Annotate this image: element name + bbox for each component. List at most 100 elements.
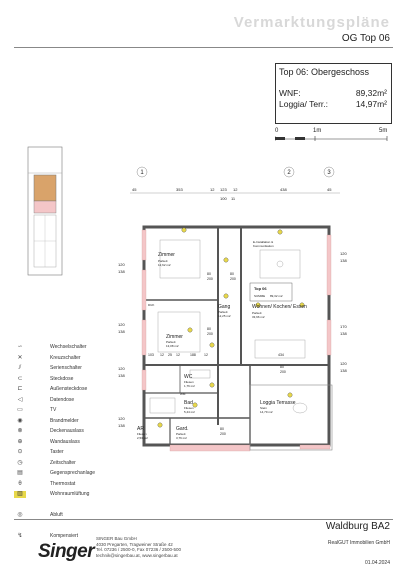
legend-label: Zeitschalter	[50, 459, 76, 466]
client-name: RealGUT Immobilien GmbH	[327, 540, 390, 546]
legend-label: Brandmelder	[50, 417, 79, 424]
header-title: Vermarktungspläne	[233, 14, 390, 31]
right-dimensions: 120 138 170 138 120 138	[340, 251, 347, 373]
room-gard-name: Gard.	[176, 426, 189, 432]
dim-top-5: 438	[280, 187, 287, 192]
room-zimmer-2-area: 13,08 m2	[166, 344, 179, 348]
room-gang-name: Gang	[218, 304, 230, 310]
dim-left-7: 138	[118, 423, 125, 428]
left-dimensions: 120 138 120 138 120 138 120 138	[118, 262, 125, 428]
heating-icon: ▥	[14, 491, 26, 498]
series-switch-icon: ⫽	[18, 365, 22, 371]
duk-label: DUK	[148, 303, 154, 307]
project-name: Waldburg BA2	[325, 521, 390, 532]
scale-bar: 0 1m 5m	[275, 128, 390, 144]
header-divider	[14, 47, 393, 48]
dim-mid-0: 80	[207, 272, 211, 276]
legend-row: ◷ Zeitschalter	[12, 459, 92, 470]
room-bad-area: 5,44 m2	[184, 410, 195, 414]
footer-divider	[14, 519, 393, 520]
legend-label: Deckenauslass	[50, 428, 84, 434]
dim-top-6: 45	[327, 187, 332, 192]
room-zimmer-1-name: Zimmer	[158, 252, 175, 258]
legend-row: ✕Kreuzschalter	[12, 354, 92, 365]
tv-icon: ▭	[17, 407, 23, 413]
dim-mid-6: 80	[280, 365, 284, 369]
button-icon: ⊙	[17, 449, 23, 455]
legend-label: Kompensiert	[50, 533, 79, 539]
legend-row	[12, 522, 92, 533]
room-loggia-name: Loggia Terrasse	[260, 400, 296, 406]
dim-mid-4: 80	[207, 327, 211, 331]
dim-row-5: 12	[204, 353, 208, 357]
dim-mid-3: 200	[230, 277, 236, 281]
compensation-icon: ↯	[17, 533, 23, 539]
wm-label: WM	[180, 392, 186, 396]
blank-icon	[14, 523, 26, 530]
unit-summary-name: Top 06	[254, 286, 267, 291]
legend-row	[12, 501, 92, 512]
dim-row-4: 188	[190, 353, 196, 357]
company-line-3: technik@singerbau.at, www.singerbau.at	[96, 552, 178, 558]
smoke-detector-icon: ◉	[17, 417, 23, 424]
dim-right-0: 120	[340, 251, 347, 256]
dim-left-1: 138	[118, 269, 125, 274]
top-dimensions: 45 353 12 123 12 438 45 100 11	[130, 187, 340, 201]
terrace-outline	[249, 384, 333, 451]
dim-top2-0: 100	[220, 196, 227, 201]
room-gang-floor: Parkett	[218, 310, 228, 314]
room-zimmer-1-floor: Parkett	[158, 259, 168, 263]
company-line-0: SINGER Bau GmbH	[96, 536, 137, 541]
switch-icon: ∽	[17, 344, 23, 350]
unit-info-box: Top 06: Obergeschoss WNF: 89,32m² Loggia…	[275, 63, 392, 124]
dim-top2-1: 11	[231, 196, 236, 201]
room-gard-area: 3,76 m2	[176, 436, 187, 440]
scale-label-0: 0	[275, 128, 279, 134]
dim-left-6: 120	[118, 416, 125, 421]
loggia-label: Loggia/ Terr.:	[279, 99, 328, 109]
wnf-value: 89,32m²	[355, 88, 387, 98]
legend-label: Wandauslass	[50, 438, 80, 445]
blank-icon	[14, 502, 26, 509]
e-install-label-2: Kommunikation	[253, 244, 274, 248]
dim-left-0: 120	[118, 262, 125, 267]
dim-top-1: 353	[176, 187, 183, 192]
dim-top-0: 45	[132, 187, 137, 192]
dim-top-3: 123	[220, 187, 227, 192]
room-bad-name: Bad	[184, 400, 193, 406]
data-socket-icon: ◁	[17, 396, 23, 403]
legend-row: ⊗Deckenauslass	[12, 427, 92, 438]
room-wc-name: WC	[184, 374, 193, 380]
dim-left-4: 120	[118, 366, 125, 371]
room-gard-floor: Parkett	[176, 432, 186, 436]
dim-left-3: 138	[118, 329, 125, 334]
key-plan	[27, 146, 63, 276]
room-bad-floor: Fliesen	[184, 406, 194, 410]
legend: ∽Wechselschalter✕Kreuzschalter⫽ Seriensch…	[12, 343, 95, 543]
legend-label: TV	[50, 407, 57, 413]
company-info: SINGER Bau GmbH 4030 Pregarten, Tragwein…	[96, 536, 181, 558]
unit-summary-area: 89,32 m2	[270, 294, 283, 298]
legend-row: ∽Wechselschalter	[12, 343, 92, 354]
dim-mid-1: 200	[207, 277, 213, 281]
legend-label: Datendose	[50, 396, 75, 403]
time-switch-icon: ◷	[17, 459, 23, 466]
axis-3: 3	[327, 170, 331, 176]
outdoor-socket-icon: ⊏	[17, 386, 23, 392]
pink-wall-segments	[141, 229, 332, 452]
room-ar-area: 2,53 m2	[137, 436, 148, 440]
electrical-symbols	[157, 227, 305, 428]
room-gang-area: 12,25 m2	[218, 314, 231, 318]
legend-label: Serienschalter	[50, 365, 82, 371]
room-loggia-floor: Stein	[260, 406, 267, 410]
axis-markers: 1 2 3	[136, 166, 335, 178]
dim-row-3: 12	[176, 353, 180, 357]
dim-right-3: 138	[340, 331, 347, 336]
room-zimmer-2-name: Zimmer	[166, 334, 183, 340]
dim-mid-2: 80	[230, 272, 234, 276]
scale-label-1: 1m	[313, 128, 322, 134]
interior-row-dimensions: 103 12 25 12 188 12 434	[148, 353, 284, 357]
furniture	[149, 239, 308, 414]
legend-row: ◉ Brandmelder	[12, 417, 92, 428]
dim-right-2: 170	[340, 324, 347, 329]
